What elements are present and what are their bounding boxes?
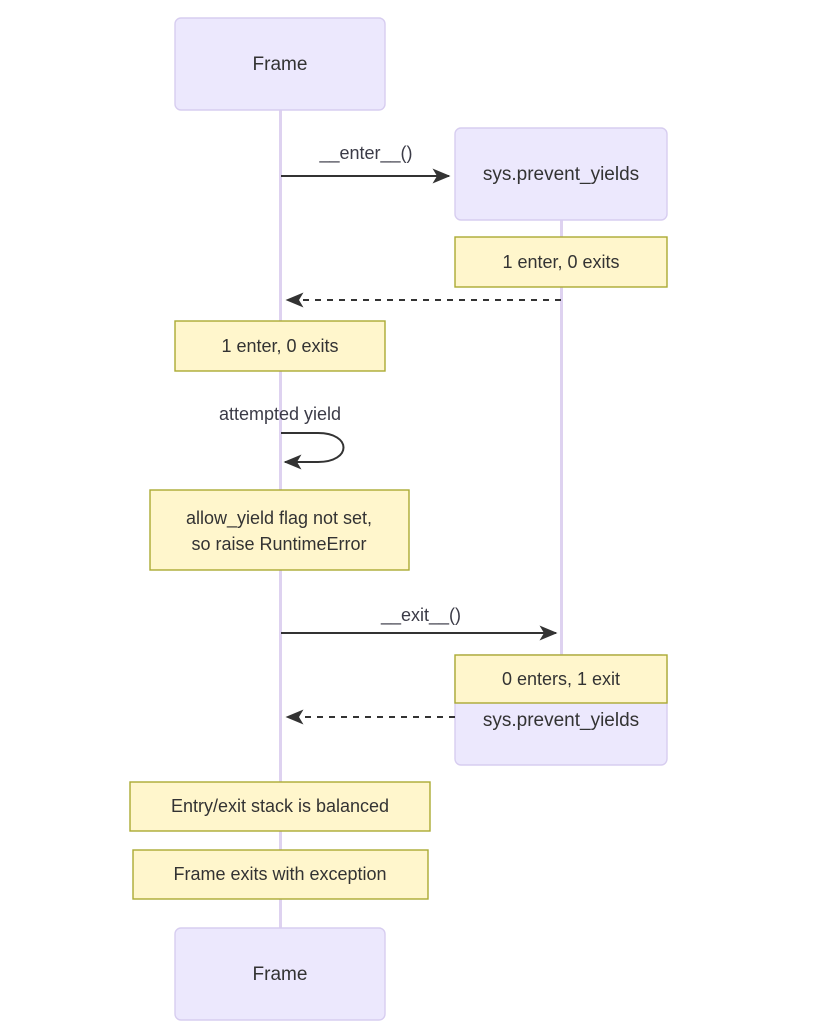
note-stack-balanced: Entry/exit stack is balanced <box>129 781 431 832</box>
message-label-enter: __enter__() <box>318 143 412 164</box>
note-text: 1 enter, 0 exits <box>502 252 619 272</box>
note-text: Entry/exit stack is balanced <box>171 796 389 816</box>
note-box <box>454 236 668 288</box>
participant-label: Frame <box>253 54 308 75</box>
participant-label: Frame <box>253 964 308 985</box>
participant-frame-top[interactable]: Frame <box>174 17 386 111</box>
note-box <box>149 489 410 571</box>
participant-label: sys.prevent_yields <box>483 710 639 731</box>
message-label-attempted-yield: attempted yield <box>219 404 341 424</box>
note-sys-enter-counts: 1 enter, 0 exits <box>454 236 668 288</box>
note-frame-enter-counts: 1 enter, 0 exits <box>174 320 386 372</box>
participant-sys-prevent-yields-top[interactable]: sys.prevent_yields <box>454 127 668 221</box>
participant-label: sys.prevent_yields <box>483 164 639 185</box>
note-text-line-2: so raise RuntimeError <box>191 534 366 554</box>
note-box <box>132 849 429 900</box>
note-sys-exit-counts: 0 enters, 1 exit <box>454 654 668 704</box>
message-attempted-yield: attempted yield <box>219 404 345 470</box>
note-text: 1 enter, 0 exits <box>221 336 338 356</box>
message-exit-call: __exit__() <box>281 605 558 641</box>
message-label-exit: __exit__() <box>380 605 461 626</box>
note-text-line-1: allow_yield flag not set, <box>186 508 372 529</box>
message-enter-call: __enter__() <box>281 143 451 184</box>
note-box <box>174 320 386 372</box>
note-box <box>454 654 668 704</box>
note-box <box>129 781 431 832</box>
participant-frame-bottom[interactable]: Frame <box>174 927 386 1021</box>
participant-box <box>174 17 386 111</box>
note-runtime-error: allow_yield flag not set, so raise Runti… <box>149 489 410 571</box>
participant-box <box>454 127 668 221</box>
self-loop-arc <box>281 432 345 470</box>
note-frame-exits-exception: Frame exits with exception <box>132 849 429 900</box>
note-text: 0 enters, 1 exit <box>502 669 620 689</box>
participant-box <box>174 927 386 1021</box>
note-text: Frame exits with exception <box>173 864 386 884</box>
